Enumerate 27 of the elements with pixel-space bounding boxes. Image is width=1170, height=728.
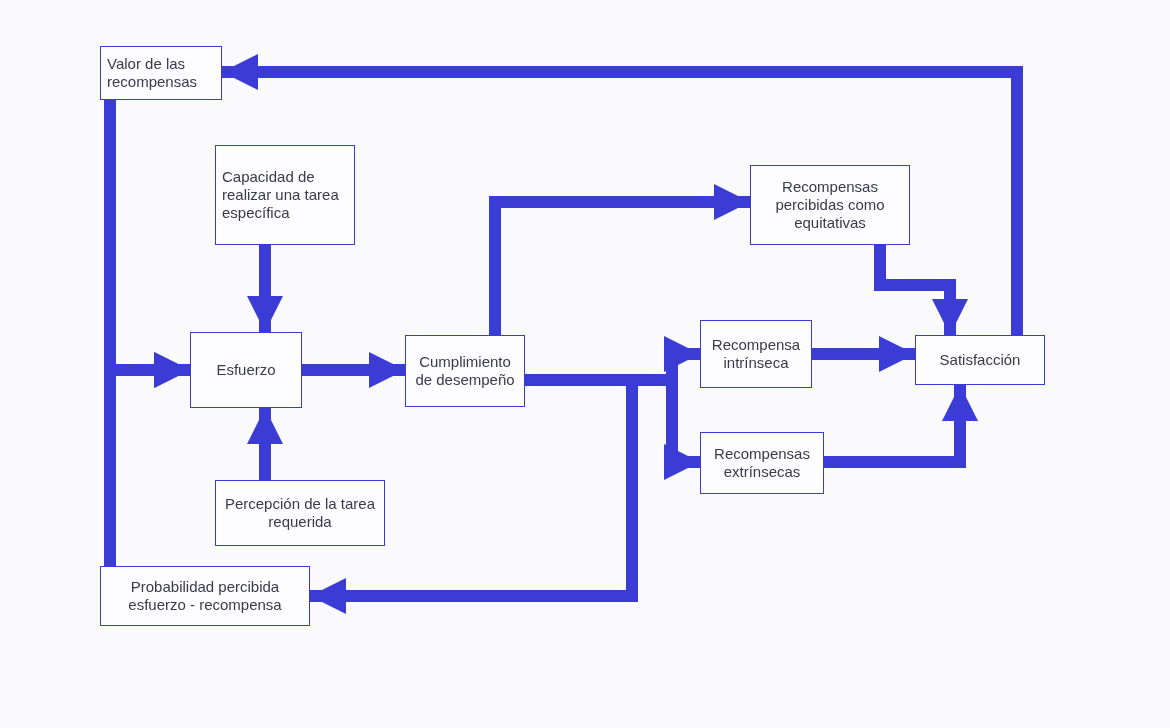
box-text: Esfuerzo — [215, 361, 277, 379]
arrow — [247, 245, 283, 332]
text-box — [700, 320, 812, 388]
box-text: Capacidad de realizar una tarea específica — [222, 168, 340, 222]
text-box — [915, 335, 1045, 385]
box-text: Percepción de la tarea requerida — [223, 495, 377, 531]
arrow — [824, 385, 978, 468]
text-box — [100, 566, 310, 626]
text-box — [700, 432, 824, 494]
text-box — [215, 145, 355, 245]
arrow — [247, 408, 283, 480]
text-box — [100, 46, 222, 100]
arrow — [812, 336, 915, 372]
text-box — [190, 332, 302, 408]
text-box — [215, 480, 385, 546]
text-box — [405, 335, 525, 407]
box-text: Probabilidad percibida esfuerzo - recompensa — [127, 578, 283, 614]
text-box — [750, 165, 910, 245]
arrow — [222, 54, 1023, 335]
box-text: Satisfacción — [938, 351, 1022, 369]
box-text: Recompensa intrínseca — [710, 336, 802, 372]
box-text: Cumplimiento de desempeño — [414, 353, 516, 389]
arrow — [302, 352, 405, 388]
box-text: Recompensas extrínsecas — [713, 445, 811, 481]
box-text: Valor de las recompensas — [107, 55, 199, 91]
box-text: Recompensas percibidas como equitativas — [774, 178, 886, 232]
arrow — [489, 184, 750, 335]
